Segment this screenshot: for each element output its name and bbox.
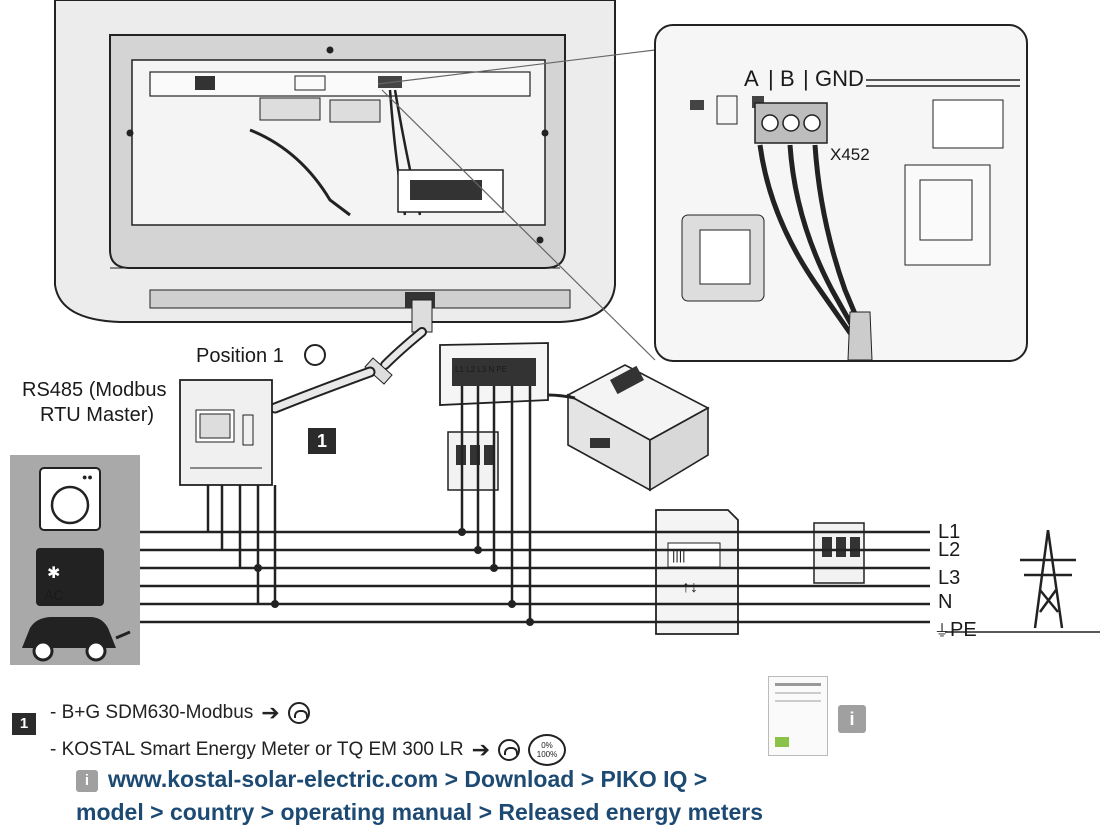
bus-junction-dots: [254, 528, 534, 626]
legend-item-2: - KOSTAL Smart Energy Meter or TQ EM 300…: [50, 734, 566, 766]
grid-meter: |||| ↑↓: [655, 509, 739, 635]
junction-breaker: [447, 431, 499, 491]
link-info-icon: i: [76, 770, 98, 792]
washing-machine-icon: ●●: [82, 472, 93, 482]
legend-item-1-text: - B+G SDM630-Modbus: [50, 702, 254, 723]
position-label: Position 1: [196, 345, 284, 367]
ac-unit-icon: ✱: [47, 565, 60, 582]
manual-thumbnail: [768, 676, 828, 756]
feed-in-pct-top: 0%: [541, 741, 553, 750]
legend-badge: 1: [12, 713, 36, 735]
terminal-pin-gnd: GND: [815, 66, 864, 91]
electric-car-icon: [22, 617, 131, 662]
terminal-sep-1: |: [768, 66, 774, 91]
ac-junction-box: L1 L2 L3 N PE: [439, 342, 549, 406]
info-icon: i: [838, 705, 866, 733]
download-path-line-2[interactable]: model > country > operating manual > Rel…: [76, 799, 764, 825]
power-pylon-icon: [1020, 529, 1076, 629]
line-label-pe: PE: [950, 619, 977, 641]
line-label-l3: L3: [938, 567, 960, 589]
meter-badge: 1: [308, 428, 336, 454]
meter-drop-wires: [206, 485, 277, 604]
legend-item-2-text: - KOSTAL Smart Energy Meter or TQ EM 300…: [50, 739, 464, 760]
inverter-housing: [54, 0, 616, 323]
line-label-n: N: [938, 591, 952, 613]
arrow-icon: ➔: [471, 737, 490, 762]
feed-in-pct-bottom: 100%: [536, 750, 558, 759]
terminal-sep-2: |: [803, 66, 809, 91]
legend-item-1: - B+G SDM630-Modbus ➔: [50, 700, 310, 726]
junction-drop-wires: [460, 386, 532, 622]
svg-text:↑↓: ↑↓: [682, 579, 698, 596]
terminal-label: X452: [830, 145, 870, 164]
arrow-icon: ➔: [261, 700, 280, 725]
download-path-line-1[interactable]: www.kostal-solar-electric.com > Download…: [108, 766, 708, 792]
rs485-label-line2: RTU Master): [40, 404, 154, 426]
position-icon-legend-2: [498, 739, 520, 761]
position-icon-legend-1: [287, 702, 310, 724]
rs485-label-line1: RS485 (Modbus: [22, 379, 167, 401]
ground-symbol: ⏚: [934, 622, 950, 640]
line-label-l2: L2: [938, 539, 960, 561]
ac-unit-label: AC: [44, 587, 63, 603]
terminal-pin-b: B: [780, 66, 795, 91]
position-icon: [304, 344, 326, 366]
svg-text:||||: ||||: [672, 548, 686, 563]
energy-meter: [179, 379, 273, 486]
cable-to-meter: [269, 299, 433, 414]
terminal-zoom-inset: [377, 24, 1028, 362]
terminal-pin-a: A: [744, 66, 759, 91]
feed-in-limit-icon: 0% 100%: [528, 734, 566, 766]
svg-text:L1 L2 L3 N PE: L1 L2 L3 N PE: [455, 365, 507, 374]
storage-device: [547, 364, 710, 492]
line-label-l1: L1: [938, 521, 960, 543]
